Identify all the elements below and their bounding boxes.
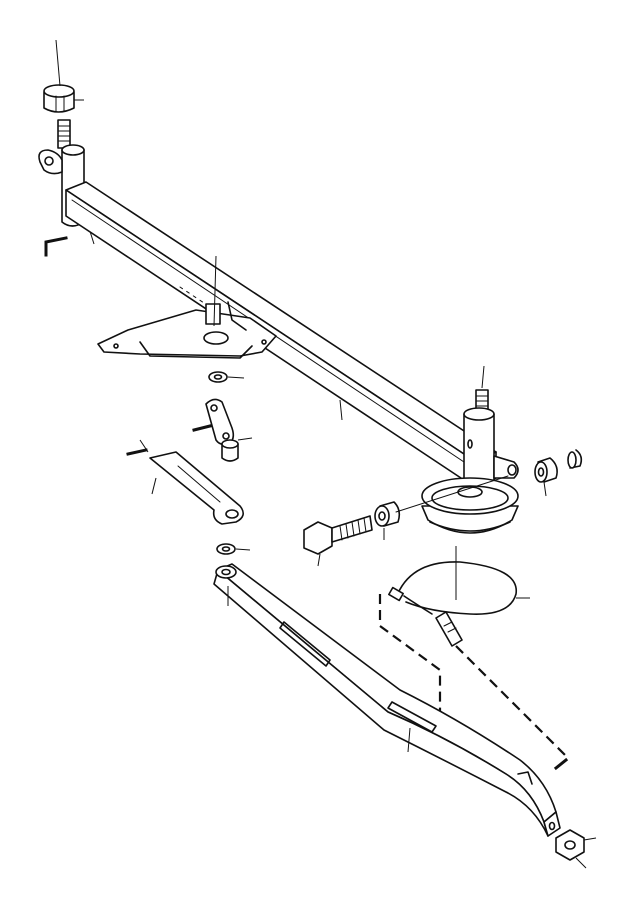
washer-icon [208,371,228,383]
curved-arm-icon [213,563,561,837]
bushing-right[interactable] [534,449,583,497]
link-plate-icon [205,398,239,462]
leader-line [583,837,597,841]
section-break-mark [192,424,212,432]
cable-icon [388,561,517,647]
leader-line [55,39,61,87]
leader-line [139,439,149,453]
leader-line [237,437,253,441]
mounting-bracket-icon [97,301,277,359]
section-break-mark [126,448,148,456]
leader-line [151,477,157,495]
pulley[interactable] [421,477,519,600]
leader-line [227,376,245,379]
flat-rod-icon [149,451,244,525]
alignment-line [395,475,509,513]
washer-icon [216,543,236,555]
top-nut[interactable] [43,39,84,113]
hex-bolt-icon [303,515,373,555]
hex-nut-icon [555,829,585,861]
washer-icon [374,501,401,527]
section-break-mark [553,757,569,771]
center-bracket[interactable] [97,255,277,359]
hex-bolt[interactable] [303,515,373,567]
lower-washer[interactable] [216,543,251,555]
cable-path-line [455,645,567,757]
leader-line [543,481,547,497]
small-washer[interactable] [208,371,245,383]
left-rod[interactable] [126,439,244,525]
hex-nut-icon [43,84,75,113]
cable[interactable] [378,561,530,728]
leader-line [481,365,485,389]
leader-line [213,255,217,327]
end-bushing-icon [567,449,583,469]
leader-line [235,548,251,551]
right-pivot-pin[interactable] [463,365,519,495]
leader-line [317,553,321,567]
leader-line [339,399,343,421]
pulley-icon [421,477,519,534]
leader-line [407,727,411,753]
bushing-icon [534,457,558,483]
steering-arm[interactable] [213,563,569,837]
bolt-washer[interactable] [374,501,401,540]
link-plate[interactable] [192,398,253,462]
section-break-mark [44,236,68,257]
bottom-nut[interactable] [555,829,597,869]
cable-cut-line [378,594,442,728]
leader-line [575,857,587,869]
